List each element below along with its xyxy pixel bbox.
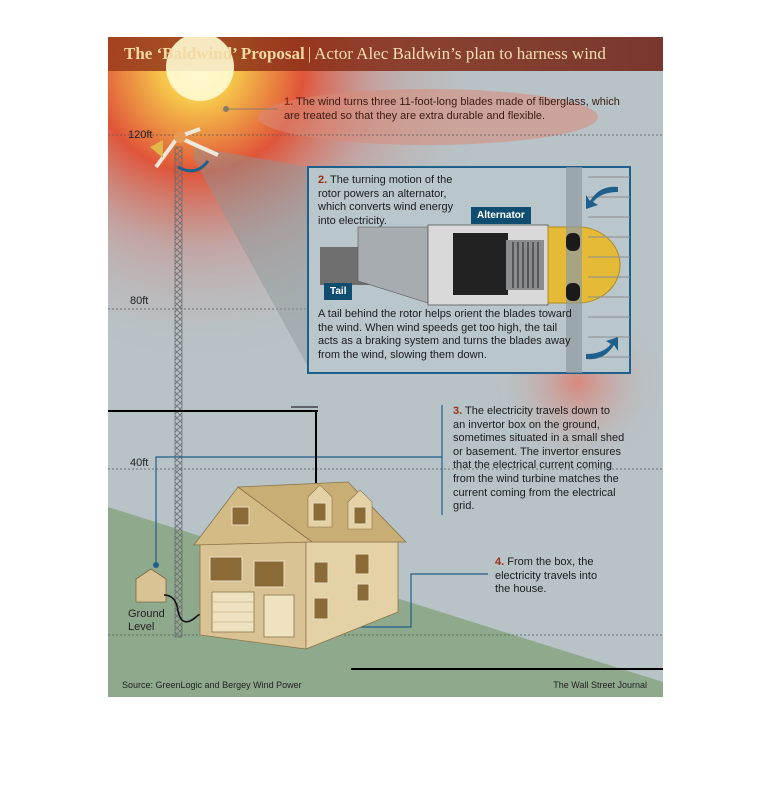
step-3: 3. The electricity travels down to an in… — [453, 405, 625, 514]
turbine-rotor — [150, 127, 219, 173]
tail-note: A tail behind the rotor helps orient the… — [318, 308, 572, 361]
rotor-detail — [320, 167, 630, 373]
step-2: 2. The turning motion of the rotor power… — [318, 174, 468, 228]
step-1-number: 1. — [284, 96, 294, 108]
step-4-number: 4. — [495, 556, 505, 568]
infographic-panel: The ‘Baldwind’ Proposal|Actor Alec Baldw… — [108, 37, 663, 697]
step-1: 1. The wind turns three 11-foot-long bla… — [284, 96, 622, 123]
step-1-text: The wind turns three 11-foot-long blades… — [284, 96, 620, 122]
chart-title: The ‘Baldwind’ Proposal|Actor Alec Baldw… — [124, 44, 606, 64]
step-3-number: 3. — [453, 405, 463, 417]
tail-label: Tail — [324, 283, 353, 300]
height-label-80: 80ft — [130, 295, 149, 307]
title-separator: | — [307, 44, 312, 63]
ground-level-label: Ground Level — [128, 608, 165, 633]
sun — [166, 37, 234, 101]
height-label-40: 40ft — [130, 457, 149, 469]
step-2-number: 2. — [318, 174, 328, 186]
zoom-beam — [194, 147, 308, 367]
source-note: Source: GreenLogic and Bergey Wind Power — [122, 680, 302, 690]
illustration — [108, 37, 663, 697]
step-4: 4. From the box, the electricity travels… — [495, 556, 615, 597]
title-subtitle: Actor Alec Baldwin’s plan to harness win… — [314, 44, 606, 63]
callout-dot-3 — [153, 562, 159, 568]
step-2-text: The turning motion of the rotor powers a… — [318, 174, 454, 227]
step-3-text: The electricity travels down to an inver… — [453, 405, 625, 513]
step-4-text: From the box, the electricity travels in… — [495, 556, 598, 596]
alternator-label: Alternator — [471, 207, 531, 224]
title-main: The ‘Baldwind’ Proposal — [124, 44, 305, 63]
house — [193, 481, 407, 650]
height-label-120: 120ft — [128, 129, 153, 141]
publication-credit: The Wall Street Journal — [553, 680, 647, 690]
cloud — [258, 89, 598, 145]
tower — [174, 146, 183, 638]
